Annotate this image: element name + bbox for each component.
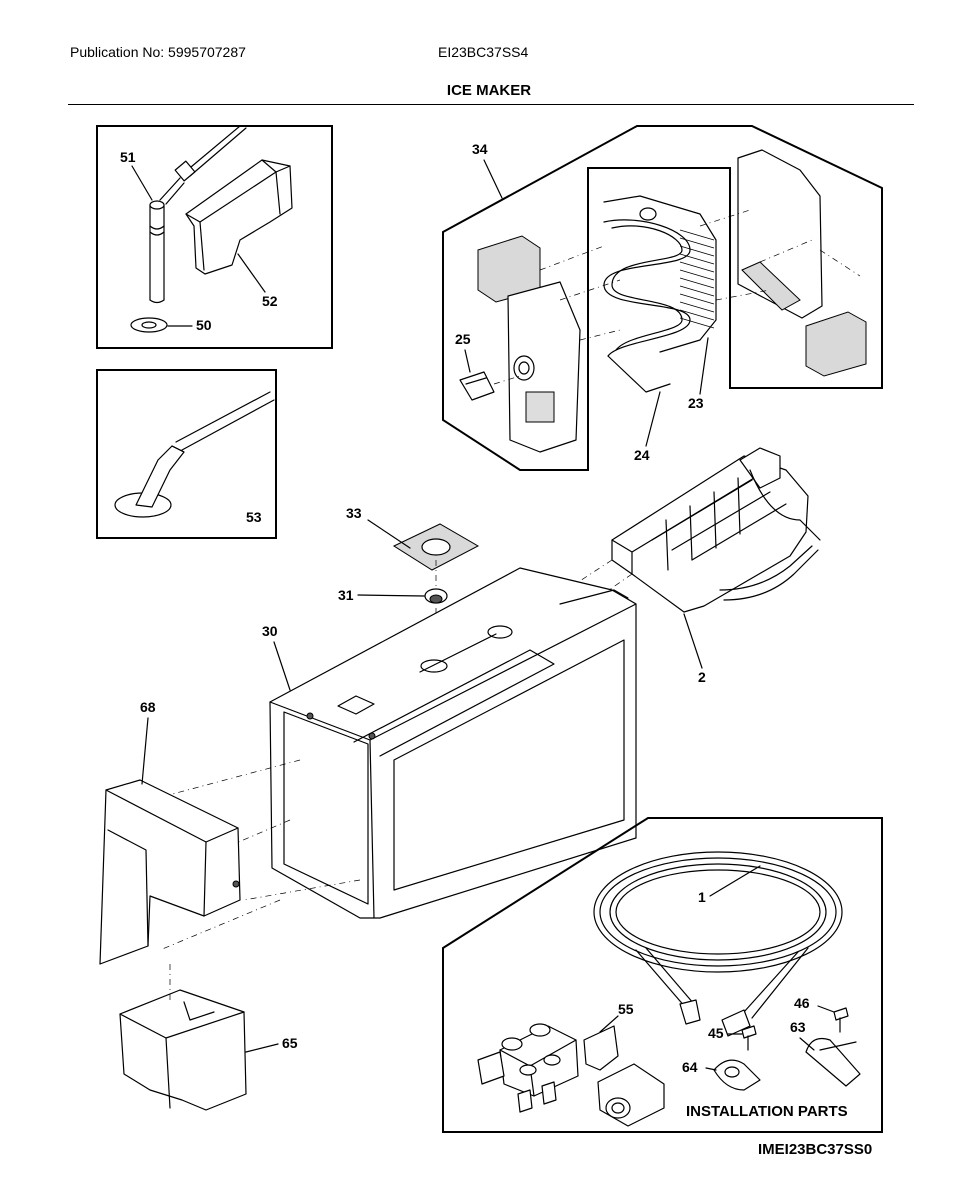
callout-31: 31 [338, 587, 354, 603]
installation-parts-inset: 1 55 46 45 63 64 [442, 817, 883, 1133]
inset-frame-fill-tube [96, 125, 333, 349]
callout-25: 25 [455, 331, 471, 347]
header-rule [68, 104, 914, 105]
callout-55: 55 [618, 1001, 634, 1017]
pad-and-seal: 33 31 [338, 505, 480, 666]
diagram-code: IMEI23BC37SS0 [758, 1141, 872, 1158]
callout-65: 65 [282, 1035, 298, 1051]
callout-63: 63 [790, 1019, 806, 1035]
callout-51: 51 [120, 149, 136, 165]
callout-50: 50 [196, 317, 212, 333]
publication-number: Publication No: 5995707287 [70, 44, 246, 60]
callout-33: 33 [346, 505, 362, 521]
assembly-outline-34 [442, 125, 883, 471]
callout-53: 53 [246, 509, 262, 525]
callout-1: 1 [698, 889, 706, 905]
installation-frame [442, 817, 883, 1133]
page-title: ICE MAKER [446, 82, 532, 99]
inset-frame-inlet [96, 369, 277, 539]
callout-23: 23 [688, 395, 704, 411]
model-number: EI23BC37SS4 [438, 44, 529, 60]
callout-2: 2 [698, 669, 706, 685]
inset-fill-tube: 51 52 50 [96, 125, 333, 349]
callout-46: 46 [794, 995, 810, 1011]
callout-64: 64 [682, 1059, 698, 1075]
callout-45: 45 [708, 1025, 724, 1041]
callout-68: 68 [140, 699, 156, 715]
inset-inlet: 53 [96, 369, 277, 539]
evaporator-assembly: 34 25 23 24 [442, 125, 883, 471]
front-cover: 68 [99, 699, 241, 965]
callout-30: 30 [262, 623, 278, 639]
ice-bucket-housing: 30 [149, 567, 637, 951]
ice-maker: 2 [519, 447, 821, 685]
installation-parts-caption: INSTALLATION PARTS [686, 1103, 848, 1120]
callout-52: 52 [262, 293, 278, 309]
ice-bucket: 65 [119, 960, 298, 1111]
callout-34: 34 [472, 141, 488, 157]
callout-24: 24 [634, 447, 650, 463]
